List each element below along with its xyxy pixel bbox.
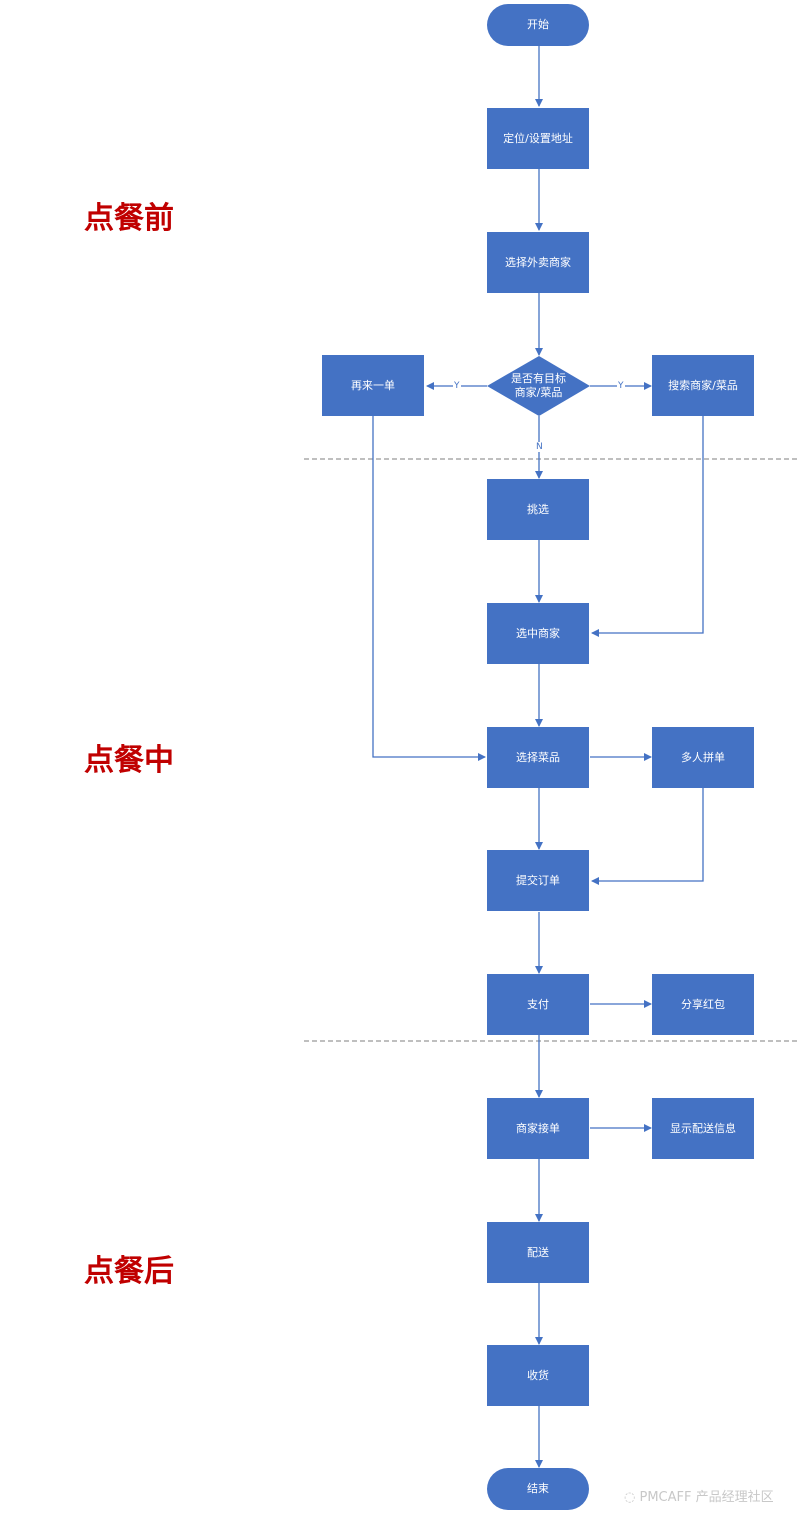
edge-label-no: N — [535, 442, 544, 452]
node-delivery: 配送 — [487, 1222, 589, 1283]
node-reorder: 再来一单 — [322, 355, 424, 416]
watermark: ◌ PMCAFF 产品经理社区 — [624, 1486, 774, 1505]
edge-group-submit — [591, 788, 704, 885]
node-selected-merchant: 选中商家 — [487, 603, 589, 664]
node-start-label: 开始 — [527, 18, 549, 31]
node-submit-order-label: 提交订单 — [516, 873, 560, 887]
node-merchant-accept-label: 商家接单 — [516, 1121, 560, 1135]
node-selected-merchant-label: 选中商家 — [516, 626, 560, 640]
node-merchant-accept: 商家接单 — [487, 1098, 589, 1159]
watermark-text: PMCAFF 产品经理社区 — [639, 1490, 774, 1505]
edge-search-selected — [591, 416, 704, 637]
node-receive: 收货 — [487, 1345, 589, 1406]
node-choose-merchant-label: 选择外卖商家 — [505, 255, 571, 269]
node-decision-label-2: 商家/菜品 — [514, 386, 563, 399]
node-end: 结束 — [487, 1468, 589, 1510]
phase-label-after: 点餐后 — [84, 1254, 174, 1289]
phase-label-during: 点餐中 — [84, 743, 174, 778]
node-browse-label: 挑选 — [527, 502, 549, 516]
node-decision: 是否有目标 商家/菜品 — [487, 356, 590, 416]
node-submit-order: 提交订单 — [487, 850, 589, 911]
node-pay: 支付 — [487, 974, 589, 1035]
node-choose-dishes: 选择菜品 — [487, 727, 589, 788]
node-browse: 挑选 — [487, 479, 589, 540]
node-receive-label: 收货 — [527, 1368, 549, 1382]
node-start: 开始 — [487, 4, 589, 46]
node-show-delivery-label: 显示配送信息 — [670, 1121, 736, 1135]
node-search: 搜索商家/菜品 — [652, 355, 754, 416]
node-show-delivery: 显示配送信息 — [652, 1098, 754, 1159]
node-delivery-label: 配送 — [527, 1245, 549, 1259]
node-pay-label: 支付 — [527, 997, 549, 1011]
node-group-order: 多人拼单 — [652, 727, 754, 788]
node-reorder-label: 再来一单 — [351, 378, 395, 392]
edge-reorder-dishes — [372, 416, 486, 761]
edge-label-yes-right: Y — [617, 381, 625, 391]
node-end-label: 结束 — [527, 1482, 549, 1495]
node-choose-dishes-label: 选择菜品 — [516, 750, 560, 764]
node-share-redpacket-label: 分享红包 — [681, 997, 725, 1011]
node-choose-merchant: 选择外卖商家 — [487, 232, 589, 293]
node-locate: 定位/设置地址 — [487, 108, 589, 169]
watermark-logo-icon: ◌ — [624, 1490, 640, 1505]
node-search-label: 搜索商家/菜品 — [668, 378, 738, 392]
node-share-redpacket: 分享红包 — [652, 974, 754, 1035]
node-group-order-label: 多人拼单 — [681, 750, 725, 764]
edge-label-yes-left: Y — [453, 381, 461, 391]
phase-label-before: 点餐前 — [84, 201, 174, 236]
decision-diamond — [487, 356, 590, 416]
node-locate-label: 定位/设置地址 — [503, 131, 573, 145]
node-decision-label-1: 是否有目标 — [511, 372, 566, 385]
